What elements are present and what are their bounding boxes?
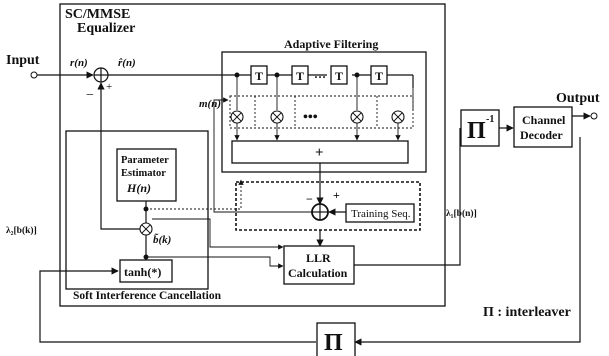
input-label: Input: [6, 53, 40, 68]
llr-output-line: [354, 128, 461, 266]
decoder-label-line1: Channel: [522, 113, 566, 127]
delay-element-2: [291, 65, 309, 85]
adaptive-filtering-label: Adaptive Filtering: [284, 37, 378, 51]
sic-multiplier: [139, 222, 153, 236]
training-seq-box: [345, 203, 415, 223]
delay-element-4: [370, 65, 388, 85]
estimator-to-llr-line: [152, 218, 284, 250]
deinterleaver-sup: -1: [486, 114, 494, 125]
input-sum-minus: −: [86, 88, 94, 103]
interleaver-feedback-line: [39, 267, 316, 343]
signal-lambda2: λ₂[b(k)]: [6, 225, 37, 236]
multiplier-1: [230, 110, 244, 124]
interleaver-legend: Π : interleaver: [483, 305, 571, 320]
param-label-line2: Estimator: [121, 168, 166, 179]
delay-element-3: [330, 65, 348, 85]
m-feedback-line: [213, 97, 315, 213]
sub-minus-label: −: [306, 192, 313, 206]
input-sum-plus: +: [106, 81, 112, 93]
weight-region: [229, 95, 414, 129]
decoder-feedback-line: [354, 137, 581, 346]
signal-b-hat: b̃(k): [153, 233, 171, 246]
llr-box: [283, 245, 355, 285]
multiplier-dots: •••: [303, 110, 318, 125]
delay-label-4: T: [375, 69, 383, 83]
delay-ellipsis: …: [314, 67, 326, 81]
output-terminal: [590, 112, 598, 120]
training-region: [235, 181, 421, 231]
parameter-estimator-box: [116, 148, 177, 202]
bhat-to-llr-line: [146, 256, 284, 269]
adder-label: +: [315, 145, 324, 161]
sub-plus-label: +: [333, 188, 340, 202]
output-label: Output: [556, 91, 600, 106]
interleaver-label: Π: [324, 330, 343, 356]
signal-r-hat: r̂(n): [118, 57, 136, 69]
param-label-line3: H(n): [126, 181, 151, 195]
signal-m: m(n): [199, 98, 221, 110]
deinterleaver-label: Π: [467, 118, 486, 144]
param-label-line1: Parameter: [121, 155, 169, 166]
llr-label-line1: LLR: [306, 251, 331, 265]
sic-label: Soft Interference Cancellation: [73, 290, 222, 302]
delay-element-1: [250, 65, 268, 85]
delay-label-2: T: [296, 69, 304, 83]
delay-label-1: T: [255, 69, 263, 83]
interleaver-box: [316, 322, 356, 356]
multiplier-3: [350, 110, 364, 124]
equalizer-title-line2: Equalizer: [77, 21, 135, 36]
signal-r: r(n): [70, 57, 88, 69]
signal-lambda1: λ₁[b(n)]: [446, 208, 477, 219]
training-seq-label: Training Seq.: [351, 208, 411, 220]
multiplier-4: [391, 110, 405, 124]
cancellation-feedback-line: [97, 82, 140, 230]
multiplier-2: [270, 110, 284, 124]
channel-decoder-box: [513, 106, 573, 148]
tanh-label: tanh(*): [124, 265, 161, 279]
decoder-label-line2: Decoder: [520, 128, 563, 142]
input-terminal: [30, 71, 38, 79]
llr-label-line2: Calculation: [288, 266, 348, 280]
delay-label-3: T: [335, 69, 343, 83]
equalizer-title-line1: SC/MMSE: [65, 7, 130, 22]
